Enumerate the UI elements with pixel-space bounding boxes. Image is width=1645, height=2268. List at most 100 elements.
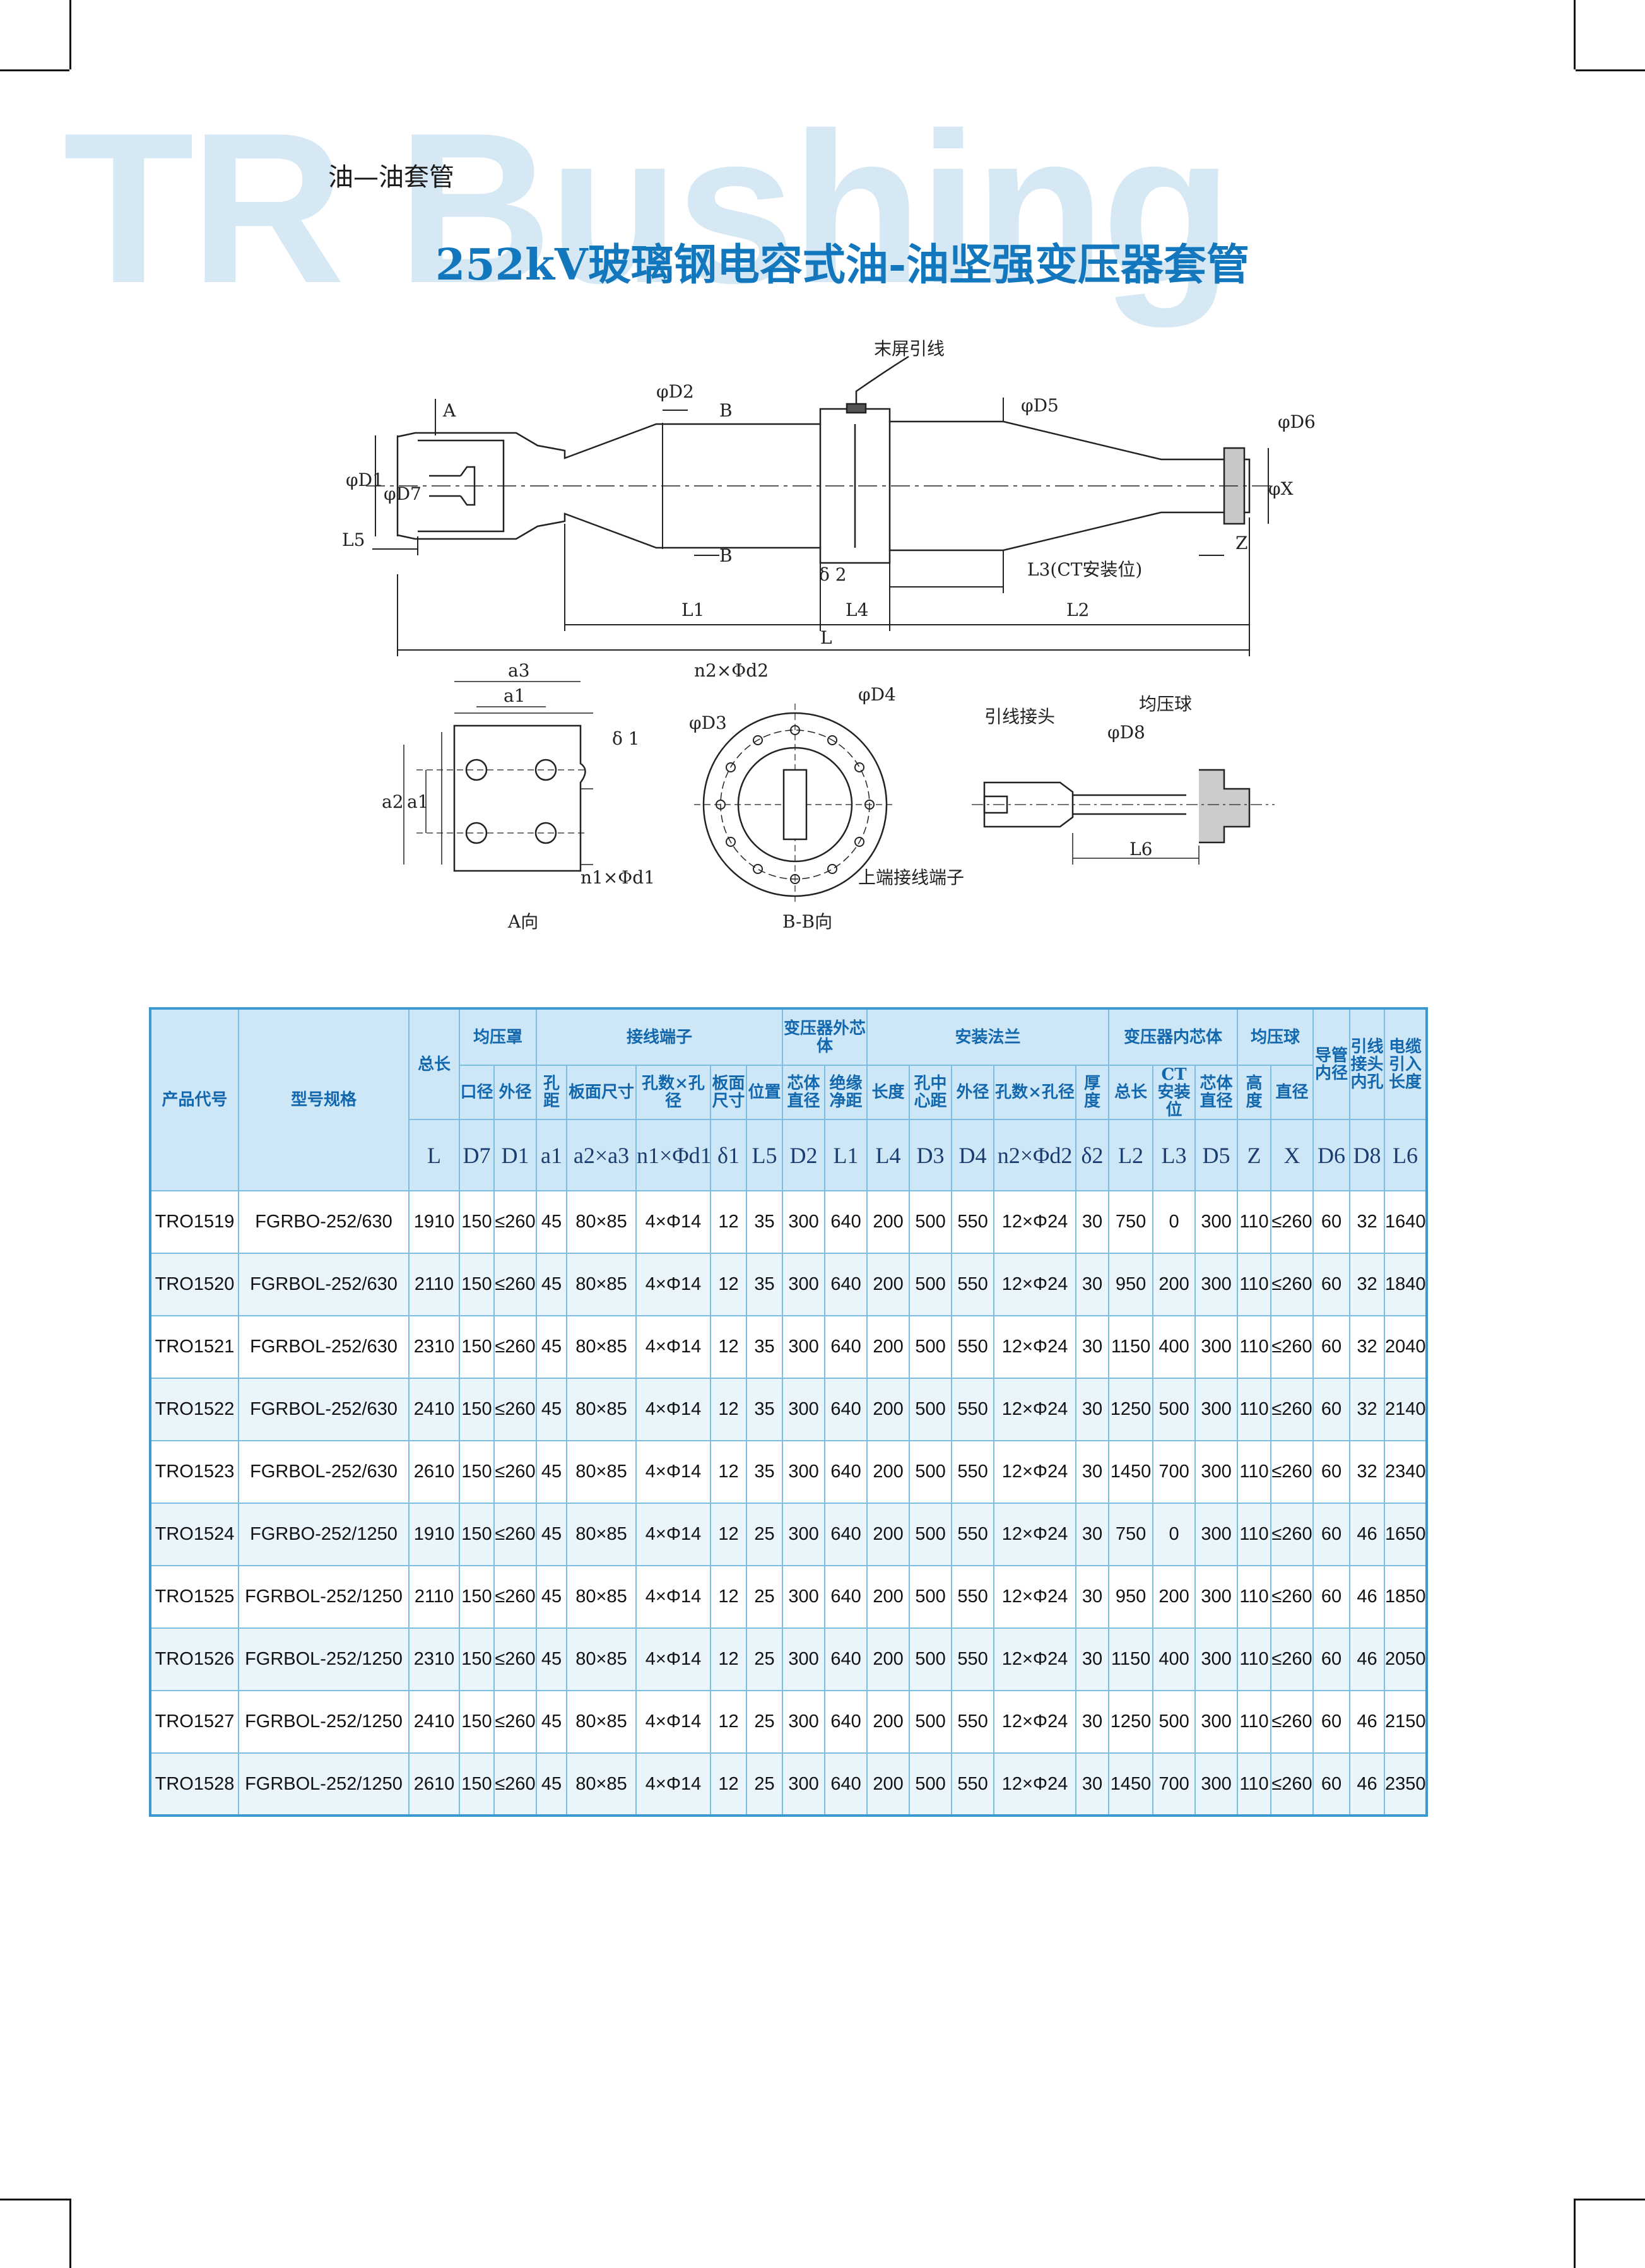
label-top-terminal: 上端接线端子 <box>858 867 964 888</box>
table-cell: 60 <box>1312 1627 1351 1691</box>
table-cell: 1650 <box>1384 1503 1428 1566</box>
cell-product-code: TRO1526 <box>150 1627 239 1691</box>
cell-model: FGRBOL-252/1250 <box>238 1565 410 1629</box>
label-delta1: δ 1 <box>612 728 640 749</box>
table-cell: 30 <box>1075 1752 1110 1816</box>
table-cell: 46 <box>1349 1627 1386 1691</box>
table-cell: ≤260 <box>493 1253 538 1316</box>
table-cell: 4×Φ14 <box>635 1690 712 1754</box>
symbol-cell: L <box>408 1119 460 1191</box>
table-cell: 150 <box>459 1690 495 1754</box>
label-tail-screen: 末屏引线 <box>874 338 945 359</box>
table-cell: 46 <box>1349 1503 1386 1566</box>
spec-table: 产品代号 型号规格 总长 均压罩 接线端子 变压器外芯体 安装法兰 变压器内芯体… <box>149 1007 1429 1817</box>
table-cell: 750 <box>1108 1503 1154 1566</box>
cell-model: FGRBOL-252/630 <box>238 1440 410 1504</box>
table-cell: 110 <box>1237 1690 1272 1754</box>
table-cell: 4×Φ14 <box>635 1378 712 1441</box>
table-cell: ≤260 <box>493 1690 538 1754</box>
table-cell: 300 <box>782 1253 826 1316</box>
table-cell: ≤260 <box>1270 1190 1314 1254</box>
header-terminal: 接线端子 <box>536 1008 784 1066</box>
table-cell: 4×Φ14 <box>635 1440 712 1504</box>
subheader-ball-height: 高度 <box>1237 1065 1272 1120</box>
table-cell: 30 <box>1075 1503 1110 1566</box>
view-a-labels: a3 a1 a2 a1 δ 1 n1×Φd1 A向 <box>382 660 655 932</box>
table-cell: 640 <box>824 1690 868 1754</box>
table-cell: 640 <box>824 1440 868 1504</box>
table-cell: 2310 <box>408 1627 460 1691</box>
table-cell: 150 <box>459 1378 495 1441</box>
subheader-inner-core-dia: 芯体直径 <box>1194 1065 1239 1120</box>
crop-mark <box>1574 0 1576 69</box>
table-cell: 500 <box>909 1315 953 1379</box>
symbol-cell: L4 <box>866 1119 911 1191</box>
table-cell: 4×Φ14 <box>635 1315 712 1379</box>
table-cell: 200 <box>866 1378 911 1441</box>
cell-model: FGRBOL-252/630 <box>238 1253 410 1316</box>
label-l3: L3(CT安装位) <box>1027 559 1142 580</box>
crop-mark <box>0 2199 69 2200</box>
subheader-insul-dist: 绝缘净距 <box>824 1065 868 1120</box>
table-cell: 4×Φ14 <box>635 1253 712 1316</box>
crop-mark <box>1576 2199 1645 2200</box>
table-cell: 1150 <box>1108 1627 1154 1691</box>
table-cell: 32 <box>1349 1378 1386 1441</box>
table-cell: 200 <box>1152 1253 1196 1316</box>
table-cell: 150 <box>459 1752 495 1816</box>
table-cell: 45 <box>536 1378 568 1441</box>
label-view-bb: B-B向 <box>782 911 832 932</box>
table-cell: 950 <box>1108 1253 1154 1316</box>
table-cell: 700 <box>1152 1752 1196 1816</box>
table-cell: 35 <box>746 1190 784 1254</box>
cell-model: FGRBO-252/1250 <box>238 1503 410 1566</box>
symbol-cell: D6 <box>1312 1119 1351 1191</box>
table-cell: 550 <box>951 1253 995 1316</box>
table-cell: 640 <box>824 1253 868 1316</box>
page-title: 252kV玻璃钢电容式油-油坚强变压器套管 <box>435 240 1250 290</box>
subheader-flange-holes: 孔数×孔径 <box>993 1065 1077 1120</box>
subheader-hole-center: 孔中心距 <box>909 1065 953 1120</box>
table-cell: 1840 <box>1384 1253 1428 1316</box>
table-cell: ≤260 <box>493 1503 538 1566</box>
symbol-cell: D1 <box>493 1119 538 1191</box>
table-cell: 80×85 <box>566 1378 637 1441</box>
table-cell: 150 <box>459 1440 495 1504</box>
table-cell: 80×85 <box>566 1440 637 1504</box>
label-l4: L4 <box>846 599 868 620</box>
header-tube-id: 导管内径 <box>1312 1008 1351 1120</box>
table-cell: 80×85 <box>566 1315 637 1379</box>
header-total-length: 总长 <box>408 1008 460 1120</box>
table-cell: 550 <box>951 1190 995 1254</box>
table-cell: 12 <box>710 1503 748 1566</box>
table-cell: 4×Φ14 <box>635 1565 712 1629</box>
cell-model: FGRBOL-252/1250 <box>238 1752 410 1816</box>
table-cell: 300 <box>782 1315 826 1379</box>
table-cell: ≤260 <box>493 1190 538 1254</box>
lead-connector-labels: 引线接头 均压球 φD8 L6 <box>984 694 1192 859</box>
table-cell: 950 <box>1108 1565 1154 1629</box>
cell-product-code: TRO1519 <box>150 1190 239 1254</box>
table-cell: 32 <box>1349 1190 1386 1254</box>
table-cell: 4×Φ14 <box>635 1627 712 1691</box>
lead-connector-detail <box>972 769 1275 865</box>
table-cell: 640 <box>824 1190 868 1254</box>
cell-model: FGRBOL-252/1250 <box>238 1690 410 1754</box>
label-a1-side: a1 <box>407 791 429 812</box>
table-cell: 500 <box>909 1690 953 1754</box>
table-cell: 110 <box>1237 1378 1272 1441</box>
cell-product-code: TRO1525 <box>150 1565 239 1629</box>
table-cell: 640 <box>824 1378 868 1441</box>
table-cell: 300 <box>782 1503 826 1566</box>
symbol-cell: D8 <box>1349 1119 1386 1191</box>
table-cell: 2310 <box>408 1315 460 1379</box>
table-cell: 500 <box>1152 1378 1196 1441</box>
table-cell: 30 <box>1075 1378 1110 1441</box>
table-cell: 12 <box>710 1315 748 1379</box>
symbol-cell: L3 <box>1152 1119 1196 1191</box>
symbol-cell: L5 <box>746 1119 784 1191</box>
